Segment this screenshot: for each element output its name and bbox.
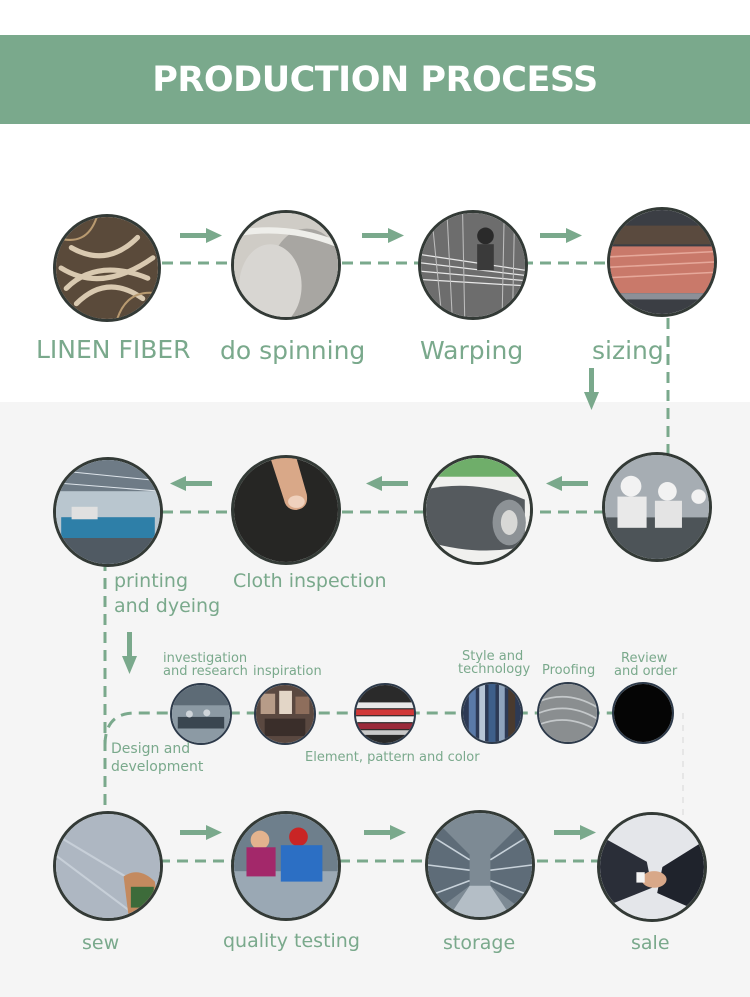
design-label-review-1: Review [621, 651, 668, 666]
step-label-printing-line2: and dyeing [114, 595, 221, 617]
proofing-image [537, 682, 599, 744]
design-label-element-pattern-color: Element, pattern and color [305, 750, 480, 765]
step-label-sew: sew [82, 932, 120, 954]
step-label-printing-line1: printing [114, 570, 189, 592]
page-title: PRODUCTION PROCESS [152, 59, 598, 100]
step-label-linen-fiber: LINEN FIBER [36, 335, 191, 364]
weaving-workers-image [602, 452, 712, 562]
design-label-design-2: development [111, 759, 204, 775]
design-label-inspiration: inspiration [253, 664, 322, 679]
inspiration-image [254, 683, 316, 745]
design-label-design-1: Design and [111, 741, 191, 757]
investigation-image [170, 683, 232, 745]
step-label-sale: sale [631, 932, 670, 954]
arrow-left-row2 [170, 476, 588, 491]
quality-testing-image [231, 811, 341, 921]
design-label-investigation-2: and research [163, 664, 248, 679]
arrow-right-row4 [180, 825, 596, 840]
step-label-warping: Warping [420, 336, 524, 365]
step-label-quality-testing: quality testing [223, 930, 360, 952]
linen-fiber-image [53, 214, 161, 322]
step-label-sizing: sizing [592, 336, 664, 365]
style-technology-image [461, 682, 523, 744]
step-label-cloth-inspection: Cloth inspection [233, 570, 387, 592]
design-label-review-2: and order [614, 664, 678, 679]
review-order-image [612, 682, 674, 744]
arrow-right-row1 [180, 228, 582, 243]
cloth-inspection-image [231, 455, 341, 565]
header-banner: PRODUCTION PROCESS [0, 35, 750, 124]
design-label-style-1: Style and [462, 649, 524, 664]
design-label-style-2: technology [458, 662, 531, 677]
fabric-roll-image [423, 455, 533, 565]
sew-image [53, 811, 163, 921]
arrow-down-sizing [584, 368, 599, 410]
element-pattern-color-image [354, 683, 416, 745]
warping-image [418, 210, 528, 320]
sale-image [597, 812, 707, 922]
step-label-do-spinning: do spinning [220, 336, 366, 365]
design-label-proofing: Proofing [542, 663, 596, 678]
sizing-image [607, 207, 717, 317]
step-label-storage: storage [443, 932, 516, 954]
printing-dyeing-image [53, 457, 163, 567]
design-label-investigation-1: investigation [163, 651, 248, 666]
arrow-down-printing [122, 632, 137, 674]
spinning-image [231, 210, 341, 320]
storage-image [425, 810, 535, 920]
